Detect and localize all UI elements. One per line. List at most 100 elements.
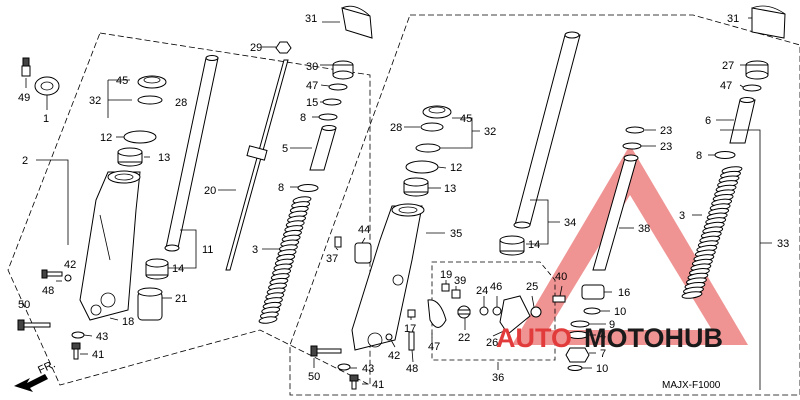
washer-28-left xyxy=(137,95,163,105)
label-28: 28 xyxy=(175,97,187,109)
label-12: 12 xyxy=(100,132,112,144)
cap-25 xyxy=(530,306,542,318)
label-19: 19 xyxy=(440,269,452,281)
label-45: 45 xyxy=(460,113,472,125)
washer-42-left xyxy=(64,274,72,282)
label-47: 47 xyxy=(428,341,440,353)
oring-47-right xyxy=(742,84,762,92)
washer-8a xyxy=(318,113,338,121)
label-31: 31 xyxy=(727,13,739,25)
leader-lines xyxy=(25,17,772,390)
label-31: 31 xyxy=(305,13,317,25)
fork-tube-34 xyxy=(513,31,581,229)
bolt-39 xyxy=(451,289,461,299)
label-50: 50 xyxy=(18,299,30,311)
label-16: 16 xyxy=(618,287,630,299)
cap-45-right xyxy=(422,105,452,119)
washer-43-right xyxy=(337,363,351,371)
cover-31-right xyxy=(751,5,786,39)
bolt-17 xyxy=(407,309,416,318)
spring-coil xyxy=(258,316,278,324)
label-1: 1 xyxy=(43,113,49,125)
label-18: 18 xyxy=(122,316,134,328)
washer-23b xyxy=(622,142,642,150)
clamp-1 xyxy=(34,76,60,96)
bolt-41-right xyxy=(349,374,359,390)
label-14: 14 xyxy=(172,263,184,275)
label-47: 47 xyxy=(720,80,732,92)
label-8: 8 xyxy=(300,112,306,124)
label-26: 26 xyxy=(486,337,498,349)
seat-15 xyxy=(322,98,342,106)
washer-24 xyxy=(479,306,489,316)
washer-43-left xyxy=(71,331,85,339)
diagram-code: MAJX-F1000 xyxy=(662,380,721,391)
label-33: 33 xyxy=(777,238,789,250)
label-32: 32 xyxy=(89,95,101,107)
label-30: 30 xyxy=(306,61,318,73)
bushing-13-left xyxy=(117,147,143,167)
washer-28-right xyxy=(420,122,444,132)
spring-coil xyxy=(681,291,703,299)
right-group-frame xyxy=(289,14,800,396)
label-9: 9 xyxy=(609,319,615,331)
label-12: 12 xyxy=(450,162,462,174)
label-27: 27 xyxy=(722,60,734,72)
label-36: 36 xyxy=(492,372,504,384)
seal-12-right xyxy=(405,160,439,174)
right-subgroup-frame xyxy=(431,261,556,361)
washer-46 xyxy=(492,306,502,316)
cap-30 xyxy=(332,60,354,80)
oring-10b xyxy=(567,365,583,371)
spacer-6 xyxy=(729,97,756,144)
part-labels: 49 1 45 32 28 12 13 2 29 30 47 15 8 5 8 … xyxy=(18,13,789,391)
cap-27 xyxy=(745,60,769,80)
label-45: 45 xyxy=(116,75,128,87)
label-41: 41 xyxy=(92,349,104,361)
cover-31-left xyxy=(341,5,373,39)
fork-slider-right xyxy=(351,203,425,351)
bushing-13-right xyxy=(403,177,429,197)
oring-10a xyxy=(583,307,601,315)
bolt-48-right xyxy=(408,331,415,351)
label-22: 22 xyxy=(458,332,470,344)
piece-21 xyxy=(137,287,163,321)
label-13: 13 xyxy=(444,183,456,195)
label-32: 32 xyxy=(484,126,496,138)
front-direction-arrow: FR. xyxy=(14,358,57,392)
bolt-49 xyxy=(21,57,31,77)
spring-3-right xyxy=(681,166,743,299)
bolt-50-right xyxy=(310,345,342,357)
bolt-19 xyxy=(441,283,450,292)
label-8: 8 xyxy=(278,182,284,194)
watermark-text-black: MOTOHUB xyxy=(584,323,723,353)
bolt-7 xyxy=(565,347,590,363)
label-40: 40 xyxy=(555,271,567,283)
washer-23a xyxy=(625,126,645,134)
label-15: 15 xyxy=(306,97,318,109)
label-35: 35 xyxy=(450,228,462,240)
bolt-50-left xyxy=(17,319,51,331)
label-41: 41 xyxy=(372,379,384,391)
label-7: 7 xyxy=(600,348,606,360)
label-11: 11 xyxy=(202,244,213,256)
label-3: 3 xyxy=(252,244,258,256)
part-22 xyxy=(457,305,471,319)
cartridge-38 xyxy=(592,154,639,271)
label-29: 29 xyxy=(250,42,262,54)
label-13: 13 xyxy=(158,152,170,164)
label-43: 43 xyxy=(362,363,374,375)
washer-42-right xyxy=(385,333,393,341)
guard-47 xyxy=(427,299,447,328)
label-10: 10 xyxy=(596,363,608,375)
label-48: 48 xyxy=(406,363,418,375)
label-14: 14 xyxy=(528,239,540,251)
bolt-37 xyxy=(334,236,342,248)
label-20: 20 xyxy=(204,185,216,197)
oring-47-left xyxy=(328,83,348,91)
seal-12-left xyxy=(123,130,157,144)
label-48: 48 xyxy=(42,285,54,297)
oring-32-right xyxy=(415,143,441,153)
label-10: 10 xyxy=(614,306,626,318)
